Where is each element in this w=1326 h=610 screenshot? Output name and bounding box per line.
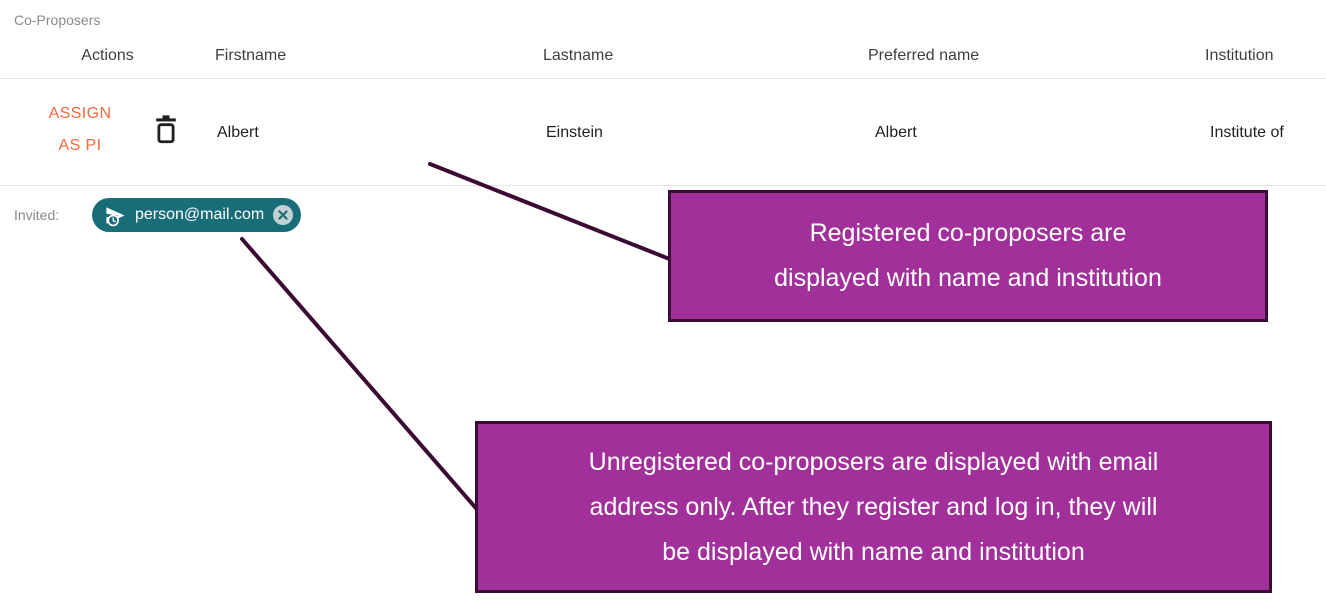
callout-unregistered-line: address only. After they register and lo… <box>589 492 1158 521</box>
callout-registered-line: displayed with name and institution <box>774 264 1162 292</box>
row-divider <box>0 185 1326 186</box>
cell-institution: Institute of <box>1210 124 1284 141</box>
cell-preferred-name: Albert <box>875 124 917 141</box>
delete-coproposer-button[interactable] <box>150 112 182 152</box>
section-title: Co-Proposers <box>14 12 101 28</box>
callout-unregistered-line: be displayed with name and institution <box>662 537 1085 566</box>
col-header-actions: Actions <box>81 47 134 64</box>
callout-unregistered: Unregistered co-proposers are displayed … <box>475 421 1272 593</box>
callout-registered: Registered co-proposers are displayed wi… <box>668 190 1268 322</box>
col-header-firstname: Firstname <box>215 47 287 64</box>
col-header-preferred-name: Preferred name <box>868 47 980 64</box>
callout-registered-line: Registered co-proposers are <box>809 219 1127 247</box>
col-header-institution: Institution <box>1205 47 1274 64</box>
invited-email-chip: person@mail.com <box>92 198 302 232</box>
schedule-send-icon <box>104 204 127 227</box>
cell-lastname: Einstein <box>546 124 603 141</box>
header-divider <box>0 78 1326 79</box>
callout-unregistered-line: Unregistered co-proposers are displayed … <box>588 447 1159 476</box>
assign-as-pi-button[interactable]: ASSIGN AS PI <box>38 98 122 162</box>
cell-firstname: Albert <box>217 124 259 141</box>
invited-label: Invited: <box>14 207 60 223</box>
invited-email-text: person@mail.com <box>135 206 265 223</box>
col-header-lastname: Lastname <box>543 47 614 64</box>
remove-circle-icon[interactable] <box>272 204 294 226</box>
trash-icon <box>152 114 180 152</box>
